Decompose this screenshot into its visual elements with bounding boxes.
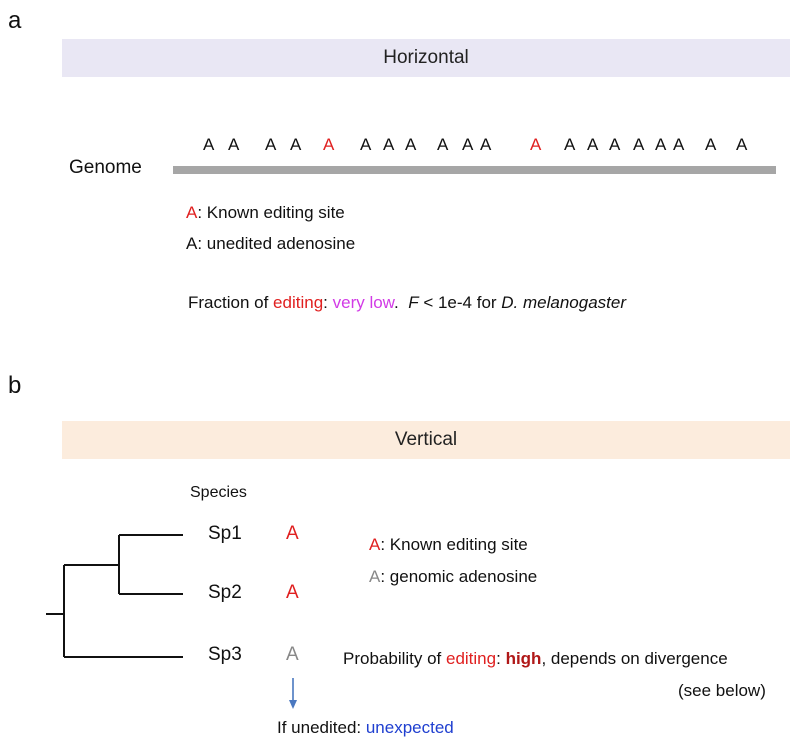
unedited-adenosine: A xyxy=(480,135,492,154)
edited-adenosine: A xyxy=(323,135,335,154)
fraction-f-text: < 1e-4 for xyxy=(418,293,502,312)
probability-level: high xyxy=(505,649,542,668)
unedited-adenosine: A xyxy=(437,135,449,154)
edited-adenosine: A xyxy=(530,135,542,154)
species-base-sp1: A xyxy=(286,523,299,544)
unedited-adenosine: A xyxy=(633,135,645,154)
legend-edited-row-b: A: Known editing site xyxy=(369,535,528,555)
unedited-adenosine: A xyxy=(405,135,417,154)
unedited-adenosine: A xyxy=(655,135,667,154)
unedited-adenosine: A xyxy=(587,135,599,154)
legend-edited-symbol: A xyxy=(186,203,198,222)
fraction-f-symbol: F xyxy=(408,293,419,312)
species-label-sp2: Sp2 xyxy=(208,582,242,603)
unedited-statement: If unedited: unexpected xyxy=(277,718,454,738)
species-base-sp3: A xyxy=(286,644,299,665)
legend-genomic-row-b: A: genomic adenosine xyxy=(369,567,537,587)
fraction-colon: : xyxy=(323,293,333,312)
down-arrow-head xyxy=(289,700,297,709)
unedited-prefix: If unedited: xyxy=(277,718,366,737)
species-header: Species xyxy=(190,484,247,501)
fraction-statement: Fraction of editing: very low. F < 1e-4 … xyxy=(188,293,626,313)
panel-b-letter: b xyxy=(8,372,22,399)
unedited-adenosine: A xyxy=(705,135,717,154)
fraction-editing-word: editing xyxy=(273,293,324,312)
unedited-adenosine: A xyxy=(290,135,302,154)
legend-b-edited-symbol: A xyxy=(369,535,381,554)
species-base-sp2: A xyxy=(286,582,299,603)
legend-unedited-row-a: A: unedited adenosine xyxy=(186,234,355,254)
see-below-note: (see below) xyxy=(678,681,766,700)
vertical-band: Vertical xyxy=(62,421,790,459)
probability-suffix: , depends on divergence xyxy=(541,649,728,668)
legend-edited-row-a: A: Known editing site xyxy=(186,203,345,223)
vertical-title: Vertical xyxy=(394,429,458,450)
probability-statement: Probability of editing: high, depends on… xyxy=(343,649,728,669)
unedited-adenosine: A xyxy=(564,135,576,154)
legend-edited-text: : Known editing site xyxy=(197,203,345,222)
legend-unedited-symbol: A xyxy=(186,234,198,253)
legend-b-genomic-text: : genomic adenosine xyxy=(380,567,538,586)
unedited-adenosine: A xyxy=(673,135,685,154)
fraction-level: very low xyxy=(332,293,395,312)
legend-b-genomic-symbol: A xyxy=(369,567,381,586)
horizontal-band: Horizontal xyxy=(62,39,790,77)
unedited-adenosine: A xyxy=(609,135,621,154)
unedited-adenosine: A xyxy=(203,135,215,154)
legend-unedited-text: : unedited adenosine xyxy=(197,234,356,253)
unedited-adenosine: A xyxy=(462,135,474,154)
probability-prefix: Probability of xyxy=(343,649,446,668)
legend-b-edited-text: : Known editing site xyxy=(380,535,528,554)
fraction-after-level: . xyxy=(394,293,409,312)
unedited-adenosine: A xyxy=(360,135,372,154)
unedited-adenosine: A xyxy=(228,135,240,154)
unedited-adenosine: A xyxy=(736,135,748,154)
down-arrow-icon xyxy=(289,678,297,709)
fraction-species: D. melanogaster xyxy=(501,293,627,312)
unedited-word: unexpected xyxy=(365,718,454,737)
unedited-adenosine: A xyxy=(383,135,395,154)
probability-editing-word: editing xyxy=(446,649,497,668)
species-label-sp1: Sp1 xyxy=(208,523,242,544)
panel-a-letter: a xyxy=(8,7,22,34)
horizontal-title: Horizontal xyxy=(383,47,469,68)
genome-label: Genome xyxy=(69,157,142,178)
probability-colon: : xyxy=(496,649,506,668)
unedited-adenosine: A xyxy=(265,135,277,154)
fraction-prefix: Fraction of xyxy=(188,293,274,312)
genome-bar xyxy=(173,166,776,174)
species-label-sp3: Sp3 xyxy=(208,644,242,665)
